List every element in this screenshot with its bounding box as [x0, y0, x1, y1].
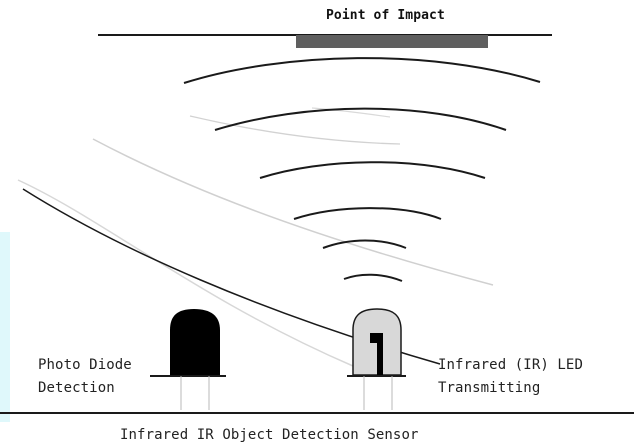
wave-arc-4	[293, 207, 442, 220]
ir-led-label-line-1: Infrared (IR) LED	[438, 357, 583, 373]
left-accent-strip	[0, 232, 10, 422]
point-of-impact-bar	[296, 35, 488, 48]
wave-arc-3	[259, 161, 486, 179]
wave-arc-6	[343, 273, 403, 282]
point-of-impact-label: Point of Impact	[326, 8, 445, 23]
diagram-caption: Infrared IR Object Detection Sensor	[120, 427, 419, 443]
reflection-ray-1	[17, 179, 354, 367]
photodiode-label-line-2: Detection	[38, 380, 115, 396]
wave-arc-1	[183, 57, 541, 84]
reflection-ray-4	[311, 107, 391, 118]
ir-led-label-line-2: Transmitting	[438, 380, 541, 396]
wave-arc-5	[322, 239, 407, 249]
photodiode-body	[170, 309, 220, 375]
ir-led-inner-lead	[370, 333, 383, 375]
photodiode-sensor	[150, 309, 226, 410]
reflection-ray-2	[92, 138, 494, 286]
reflection-ray-3	[189, 115, 401, 145]
ir-led-emitter	[347, 308, 406, 410]
wave-arc-2	[214, 107, 507, 131]
photodiode-label-line-1: Photo Diode	[38, 357, 132, 373]
